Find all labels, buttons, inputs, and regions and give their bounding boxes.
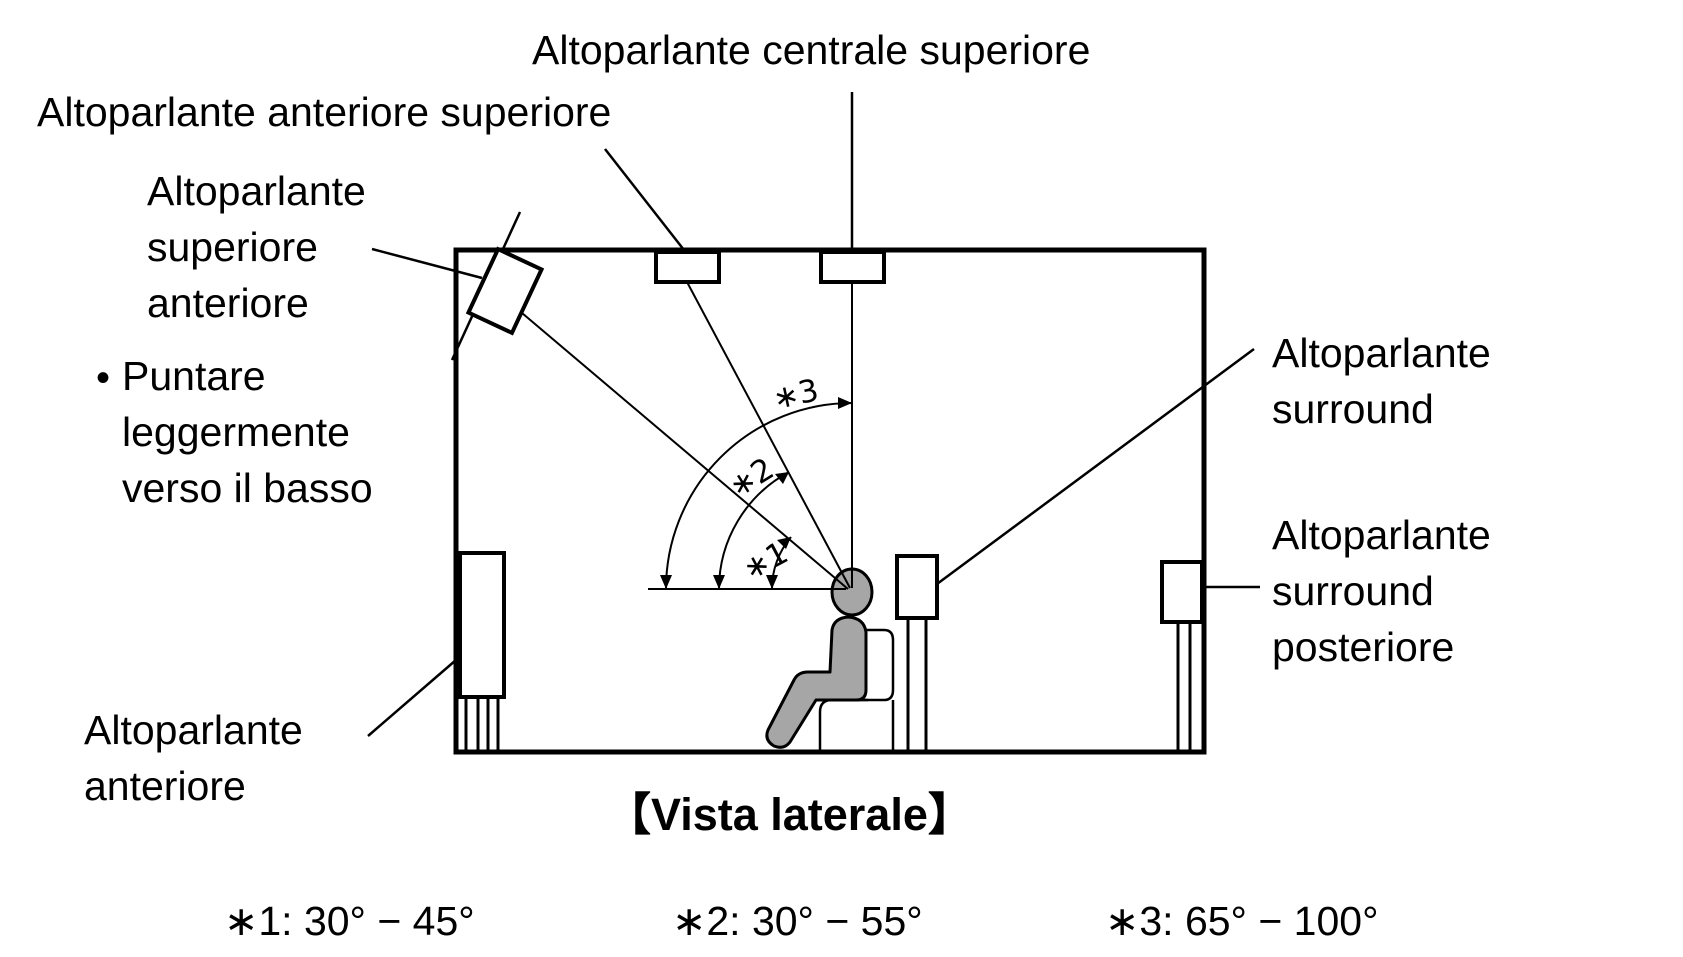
label-surround-back-line-3: posteriore	[1272, 624, 1455, 670]
listener	[765, 567, 874, 749]
label-top-front-line-3: anteriore	[147, 280, 309, 326]
label-surround-line-1: Altoparlante	[1272, 330, 1491, 376]
bullet-icon: •	[96, 356, 111, 400]
aim-note-line-1: Puntare	[122, 353, 266, 399]
sight-lines	[521, 281, 853, 590]
aim-note-line-3: verso il basso	[122, 465, 373, 511]
angle-range-2: ∗2: 30° − 55°	[672, 898, 923, 944]
leader-top-front	[371, 247, 483, 280]
arc-arrowheads	[660, 397, 852, 589]
front-speaker	[458, 551, 506, 699]
label-center-top-speaker: Altoparlante centrale superiore	[532, 27, 1091, 73]
surround-back-speaker-stand	[1176, 622, 1192, 750]
top-front-speaker	[465, 246, 545, 336]
aim-note-line-2: leggermente	[122, 409, 350, 455]
leader-lines	[367, 92, 1260, 737]
leader-front	[367, 659, 457, 737]
label-front-line-1: Altoparlante	[84, 707, 303, 753]
listener-body	[765, 615, 868, 749]
angle-mark-2: ∗2	[723, 451, 781, 506]
label-surround-line-2: surround	[1272, 386, 1434, 432]
front-top-speaker	[654, 250, 721, 284]
angle-mark-3: ∗3	[770, 372, 822, 417]
label-surround-back-line-1: Altoparlante	[1272, 512, 1491, 558]
label-front-line-2: anteriore	[84, 763, 246, 809]
leader-surround	[936, 347, 1255, 586]
label-front-top-speaker: Altoparlante anteriore superiore	[37, 89, 612, 135]
center-top-speaker	[819, 250, 886, 284]
angle-range-1: ∗1: 30° − 45°	[224, 898, 475, 944]
view-title: 【Vista laterale】	[606, 789, 973, 840]
label-surround-back-line-2: surround	[1272, 568, 1434, 614]
label-top-front-line-1: Altoparlante	[147, 168, 366, 214]
surround-speaker	[895, 554, 939, 620]
surround-speaker-stand	[906, 618, 928, 750]
arc-2	[718, 471, 790, 590]
front-speaker-stand	[464, 697, 500, 750]
arc-3	[665, 402, 853, 590]
label-top-front-line-2: superiore	[147, 224, 318, 270]
leader-front-top	[604, 148, 685, 251]
angle-range-3: ∗3: 65° − 100°	[1105, 898, 1379, 944]
surround-back-speaker	[1160, 560, 1204, 624]
